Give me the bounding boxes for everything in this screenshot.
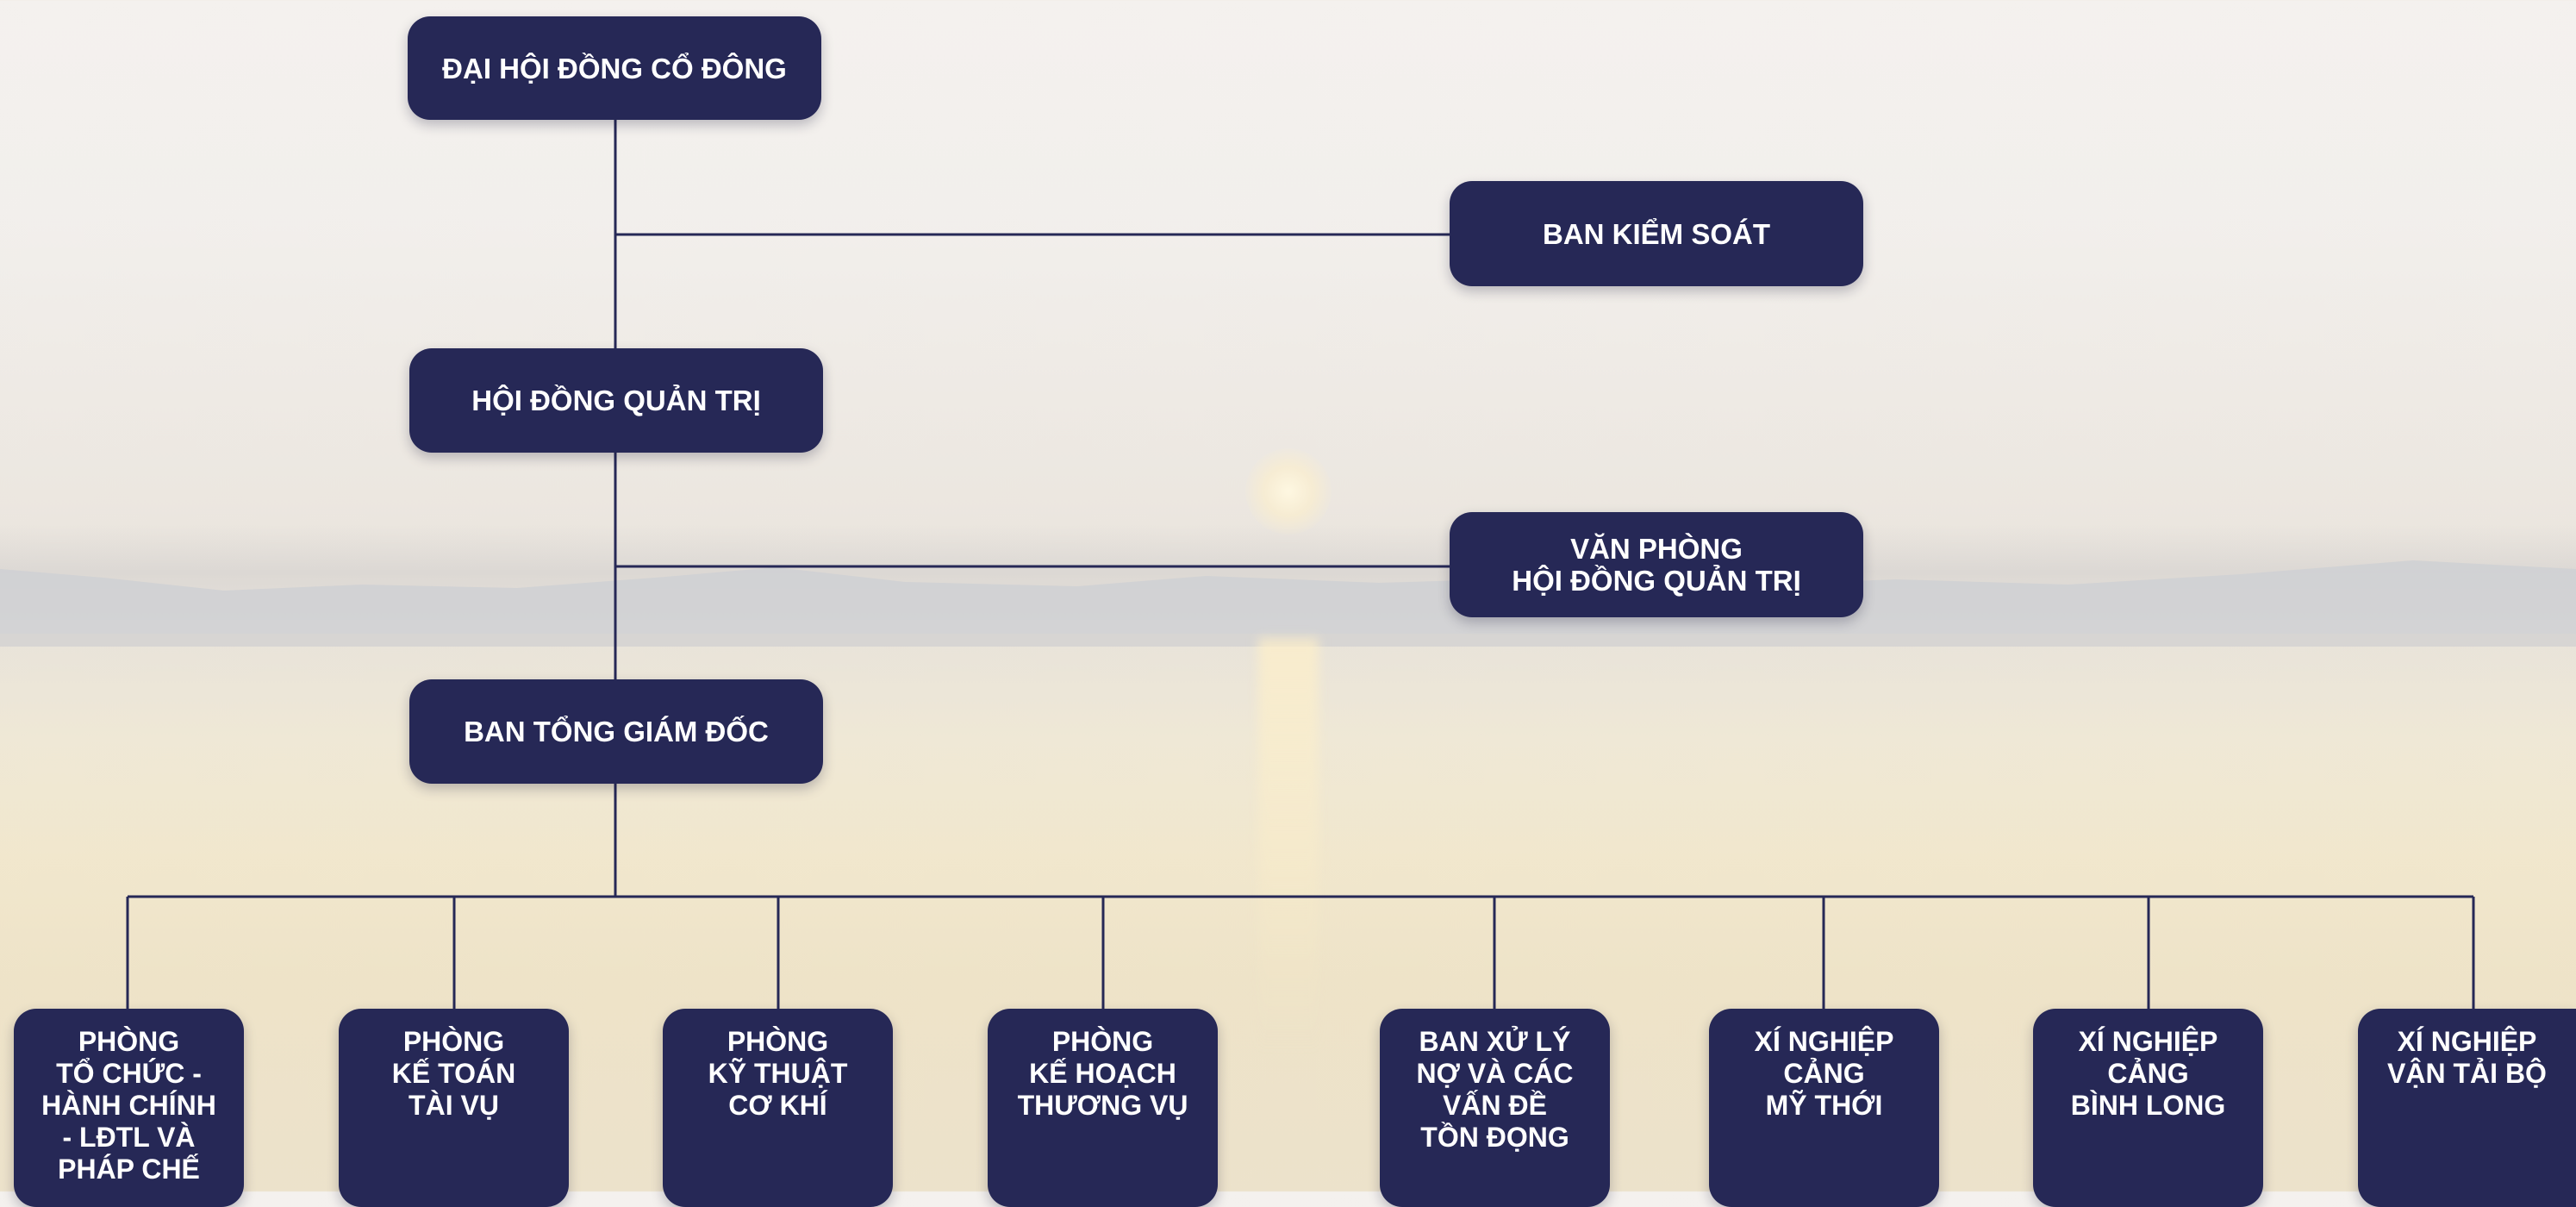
dept-xi-nghiep-cang-my-thoi: XÍ NGHIỆP CẢNG MỸ THỚI [1709,1009,1939,1207]
node-ban-tong-giam-doc: BAN TỔNG GIÁM ĐỐC [409,679,823,784]
node-ban-kiem-soat: BAN KIỂM SOÁT [1450,181,1863,286]
mountain-silhouette [0,560,2576,647]
dept-xi-nghiep-van-tai-bo: XÍ NGHIỆP VẬN TẢI BỘ [2358,1009,2576,1207]
dept-ke-hoach-thuong-vu: PHÒNG KẾ HOẠCH THƯƠNG VỤ [988,1009,1218,1207]
sun-reflection [1258,638,1319,1052]
dept-xi-nghiep-cang-binh-long: XÍ NGHIỆP CẢNG BÌNH LONG [2033,1009,2263,1207]
dept-to-chuc-hanh-chinh: PHÒNG TỔ CHỨC - HÀNH CHÍNH - LĐTL VÀ PHÁ… [14,1009,244,1207]
dept-ban-xu-ly-no: BAN XỬ LÝ NỢ VÀ CÁC VẤN ĐỀ TỒN ĐỌNG [1380,1009,1610,1207]
dept-ke-toan-tai-vu: PHÒNG KẾ TOÁN TÀI VỤ [339,1009,569,1207]
dept-ky-thuat-co-khi: PHÒNG KỸ THUẬT CƠ KHÍ [663,1009,893,1207]
node-dai-hoi-dong-co-dong: ĐẠI HỘI ĐỒNG CỔ ĐÔNG [408,16,821,120]
node-van-phong-hdqt: VĂN PHÒNG HỘI ĐỒNG QUẢN TRỊ [1450,512,1863,617]
node-hoi-dong-quan-tri: HỘI ĐỒNG QUẢN TRỊ [409,348,823,453]
sun-glow [1245,448,1332,535]
